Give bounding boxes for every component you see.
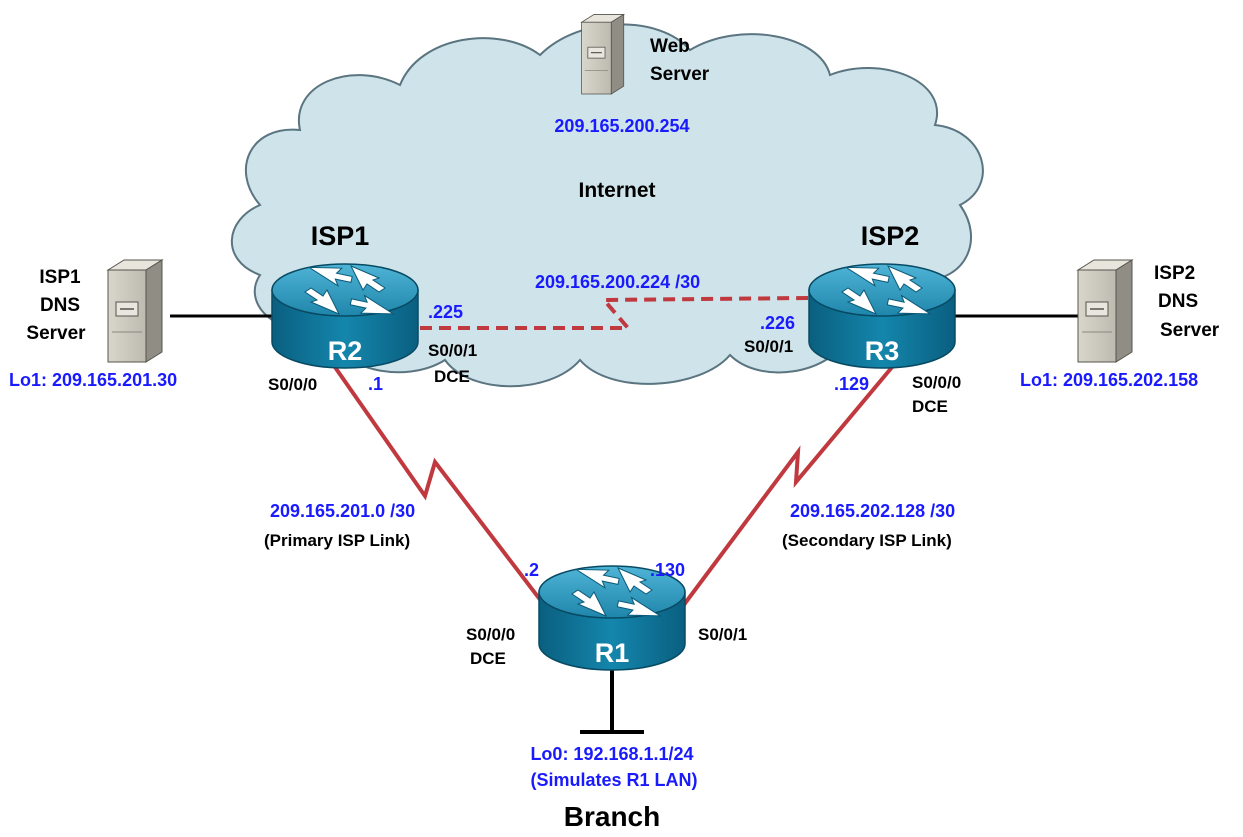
r2-s001-ip: .225 bbox=[428, 302, 463, 322]
r1-s000-dce: DCE bbox=[470, 649, 506, 668]
isp2-dns-name-3: Server bbox=[1160, 320, 1220, 341]
router-r3-label: R3 bbox=[865, 336, 900, 366]
r2-s001-dce: DCE bbox=[434, 367, 470, 386]
web-server-icon[interactable] bbox=[581, 13, 625, 95]
web-server-name-2: Server bbox=[650, 64, 710, 85]
router-r1-label: R1 bbox=[595, 638, 630, 668]
secondary-link-network: 209.165.202.128 /30 bbox=[790, 501, 955, 521]
r3-s000-dce: DCE bbox=[912, 397, 948, 416]
isp1-dns-name-1: ISP1 bbox=[39, 267, 81, 288]
r1-lan-address: Lo0: 192.168.1.1/24 bbox=[530, 744, 693, 764]
isp2-title: ISP2 bbox=[861, 221, 920, 251]
router-r3[interactable]: R3 bbox=[808, 260, 956, 369]
r2-s000-interface: S0/0/0 bbox=[268, 375, 317, 394]
web-server-name-1: Web bbox=[650, 36, 690, 57]
isp1-dns-name-2: DNS bbox=[40, 295, 80, 316]
router-r2[interactable]: R2 bbox=[271, 260, 419, 369]
r1-s000-interface: S0/0/0 bbox=[466, 625, 515, 644]
internet-label: Internet bbox=[578, 179, 655, 202]
isp1-dns-name-3: Server bbox=[26, 323, 86, 344]
isp2-dns-ip: Lo1: 209.165.202.158 bbox=[1020, 370, 1198, 390]
r1-s001-interface: S0/0/1 bbox=[698, 625, 747, 644]
isp-interconnect-serial-link bbox=[420, 296, 809, 330]
r2-s000-ip: .1 bbox=[368, 374, 383, 394]
isp2-dns-name-1: ISP2 bbox=[1154, 263, 1195, 284]
isp1-dns-ip: Lo1: 209.165.201.30 bbox=[9, 370, 177, 390]
isp-interconnect-network: 209.165.200.224 /30 bbox=[535, 272, 700, 292]
r3-s000-interface: S0/0/0 bbox=[912, 373, 961, 392]
branch-title: Branch bbox=[564, 801, 660, 832]
router-r1[interactable]: R1 bbox=[538, 562, 686, 671]
web-server-ip: 209.165.200.254 bbox=[554, 116, 689, 136]
primary-link-desc: (Primary ISP Link) bbox=[264, 531, 410, 550]
isp1-title: ISP1 bbox=[311, 221, 370, 251]
primary-isp-serial-link bbox=[328, 358, 550, 612]
internet-cloud bbox=[230, 23, 984, 388]
isp2-dns-name-2: DNS bbox=[1158, 291, 1198, 312]
r1-lan-note: (Simulates R1 LAN) bbox=[530, 770, 697, 790]
isp2-dns-server-icon[interactable] bbox=[1077, 259, 1133, 363]
r3-s000-ip: .129 bbox=[834, 374, 869, 394]
primary-link-network: 209.165.201.0 /30 bbox=[270, 501, 415, 521]
r1-s001-ip: .130 bbox=[650, 560, 685, 580]
secondary-isp-serial-link bbox=[678, 358, 900, 612]
r3-s001-interface: S0/0/1 bbox=[744, 337, 793, 356]
router-r2-label: R2 bbox=[328, 336, 363, 366]
r3-s001-ip: .226 bbox=[760, 313, 795, 333]
isp1-dns-server-icon[interactable] bbox=[107, 259, 163, 363]
r2-s001-interface: S0/0/1 bbox=[428, 341, 477, 360]
r1-s000-ip: .2 bbox=[524, 560, 539, 580]
secondary-link-desc: (Secondary ISP Link) bbox=[782, 531, 952, 550]
